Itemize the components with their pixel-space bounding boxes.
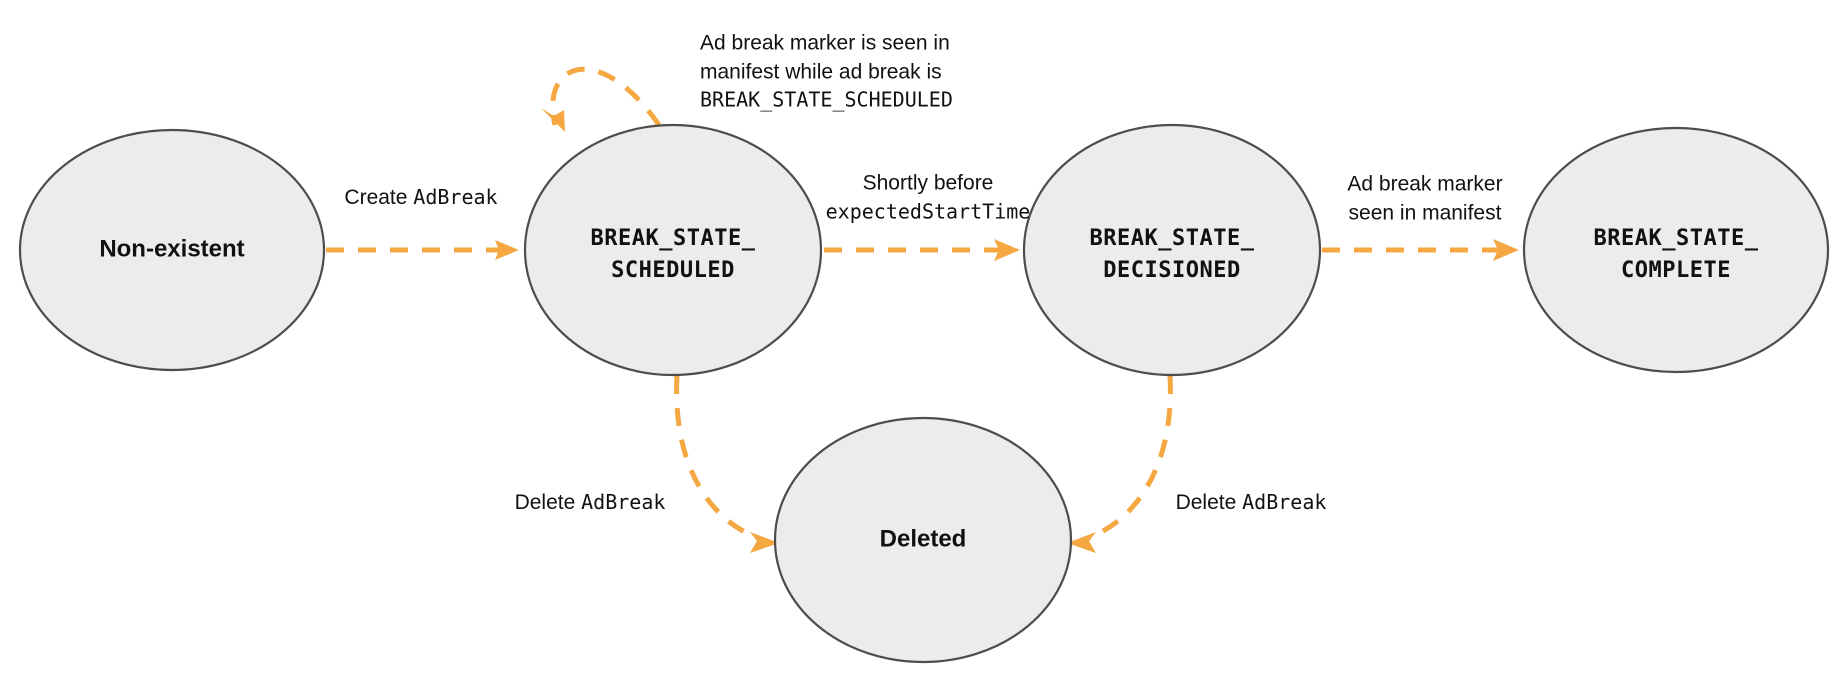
edge-label-self-loop-line2: manifest while ad break is xyxy=(700,61,942,84)
edge-label-create-adbreak-plain: Create xyxy=(344,186,413,209)
edge-label-decisioned-to-deleted: Delete AdBreak xyxy=(1176,490,1327,514)
edge-scheduled-to-decisioned xyxy=(824,239,1020,261)
edge-decisioned-to-complete xyxy=(1322,239,1519,261)
edge-create-adbreak xyxy=(326,240,519,260)
node-break-state-complete-label-line2: COMPLETE xyxy=(1621,258,1731,283)
edge-decisioned-to-complete-arrowhead xyxy=(1493,239,1519,261)
edge-label-scheduled-to-decisioned-line2-mono: expectedStartTime xyxy=(826,200,1031,224)
node-break-state-decisioned-label-line2: DECISIONED xyxy=(1103,258,1240,283)
edge-scheduled-to-deleted xyxy=(674,375,779,553)
edge-scheduled-to-decisioned-arrowhead xyxy=(994,239,1020,261)
node-break-state-decisioned-shape[interactable] xyxy=(1022,123,1322,377)
edge-create-adbreak-arrowhead xyxy=(495,240,519,260)
node-break-state-scheduled-label-line2: SCHEDULED xyxy=(611,258,735,283)
node-deleted[interactable]: Deleted xyxy=(773,416,1073,664)
node-break-state-complete-shape[interactable] xyxy=(1522,126,1830,374)
edge-label-create-adbreak: Create AdBreak xyxy=(344,185,497,209)
edge-label-scheduled-to-decisioned: Shortly before expectedStartTime xyxy=(826,172,1031,224)
edge-label-self-loop-line3-mono: BREAK_STATE_SCHEDULED xyxy=(700,88,953,112)
edge-scheduled-to-deleted-arrowhead xyxy=(750,532,779,553)
edge-decisioned-to-deleted xyxy=(1067,375,1173,553)
edge-label-create-adbreak-mono: AdBreak xyxy=(413,185,497,209)
node-non-existent-label: Non-existent xyxy=(99,235,244,262)
node-deleted-shape[interactable] xyxy=(773,416,1073,664)
edge-decisioned-to-deleted-line xyxy=(1081,375,1173,543)
edge-self-loop-scheduled xyxy=(541,66,662,132)
edge-label-scheduled-to-deleted: Delete AdBreak xyxy=(515,490,666,514)
node-non-existent-shape[interactable] xyxy=(18,128,326,372)
edge-label-scheduled-to-decisioned-line1: Shortly before xyxy=(863,172,994,195)
node-break-state-scheduled-label-line1: BREAK_STATE_ xyxy=(591,226,756,251)
node-break-state-complete[interactable]: BREAK_STATE_ COMPLETE xyxy=(1522,126,1830,374)
edge-label-scheduled-to-deleted-text: Delete AdBreak xyxy=(515,490,666,514)
edge-label-decisioned-to-deleted-text: Delete AdBreak xyxy=(1176,490,1327,514)
edge-label-scheduled-to-deleted-mono: AdBreak xyxy=(581,490,665,514)
edge-label-decisioned-to-complete-line1: Ad break marker xyxy=(1347,173,1502,196)
node-break-state-scheduled[interactable]: BREAK_STATE_ SCHEDULED xyxy=(523,123,823,377)
node-non-existent[interactable]: Non-existent xyxy=(18,128,326,372)
node-break-state-scheduled-shape[interactable] xyxy=(523,123,823,377)
edge-label-decisioned-to-deleted-plain: Delete xyxy=(1176,491,1243,514)
node-deleted-label: Deleted xyxy=(880,525,967,552)
edge-label-decisioned-to-complete-line2: seen in manifest xyxy=(1349,202,1502,225)
edge-label-decisioned-to-complete: Ad break marker seen in manifest xyxy=(1347,173,1502,225)
edge-label-self-loop-scheduled: Ad break marker is seen in manifest whil… xyxy=(700,32,953,112)
edge-label-create-adbreak-text: Create AdBreak xyxy=(344,185,497,209)
edge-label-scheduled-to-deleted-plain: Delete xyxy=(515,491,582,514)
node-break-state-complete-label-line1: BREAK_STATE_ xyxy=(1594,226,1759,251)
edge-decisioned-to-deleted-arrowhead xyxy=(1067,532,1096,553)
edge-self-loop-scheduled-line xyxy=(550,66,662,127)
node-break-state-decisioned[interactable]: BREAK_STATE_ DECISIONED xyxy=(1022,123,1322,377)
edge-label-self-loop-line1: Ad break marker is seen in xyxy=(700,32,950,55)
edge-label-decisioned-to-deleted-mono: AdBreak xyxy=(1242,490,1326,514)
edge-self-loop-scheduled-arrowhead xyxy=(541,108,565,132)
edge-scheduled-to-deleted-line xyxy=(674,375,765,543)
node-break-state-decisioned-label-line1: BREAK_STATE_ xyxy=(1090,226,1255,251)
